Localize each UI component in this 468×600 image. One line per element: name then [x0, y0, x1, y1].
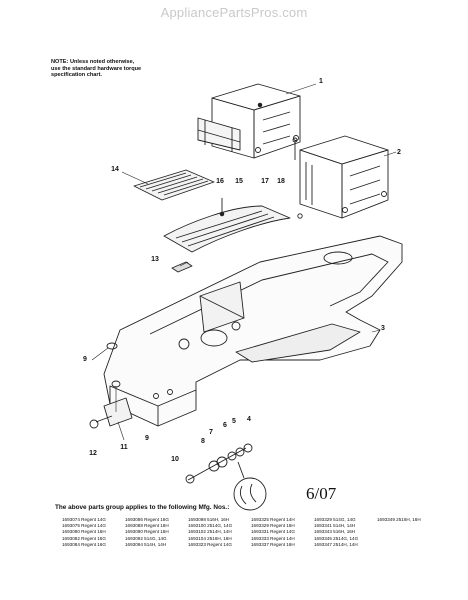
callout-17: 17	[261, 178, 269, 185]
callout-6: 6	[223, 422, 227, 429]
model-cell: 1693329 Regent 16H	[251, 523, 295, 529]
part-15-foot-rest	[163, 205, 291, 253]
model-cell: 1693074 Regent 14G	[62, 517, 106, 522]
model-cell: 1693331 Regent 14G	[251, 529, 295, 535]
model-cell: 1693333 Regent 14H	[251, 535, 295, 541]
model-cell: 1693098 516H, 16H	[188, 517, 230, 522]
model-cell: 1693347 2514H, 14H	[314, 541, 358, 547]
callout-7: 7	[209, 429, 213, 436]
model-cell: 1693323 Regent 14G	[188, 541, 232, 547]
note-line: use the standard hardware torque	[51, 65, 142, 72]
applies-to-heading: The above parts group applies to the fol…	[55, 504, 230, 511]
note-line: specification chart.	[51, 72, 102, 79]
callout-18: 18	[277, 178, 285, 185]
callout-9: 9	[145, 435, 149, 442]
callout-5: 5	[232, 418, 236, 425]
part-3-frame	[103, 235, 403, 427]
model-cell: 1693329 514G, 14G	[314, 517, 356, 522]
callout-12: 12	[89, 450, 97, 457]
model-cell: 1693337 Regent 16H	[251, 541, 295, 547]
date-code: 6/07	[306, 484, 337, 503]
callout-14: 14	[111, 166, 119, 173]
model-cell: 1693104 2516H, 16H	[188, 535, 232, 541]
model-number-table: 1693074 Regent 14G 1693086 Regent 16G 16…	[62, 517, 432, 548]
model-cell: 1693080 Regent 16H	[62, 529, 106, 535]
part-13-latch	[171, 261, 193, 273]
model-cell: 1693100 2514G, 14G	[188, 523, 233, 529]
callout-11: 11	[120, 444, 128, 451]
model-cell: 1693084 Regent 16G	[62, 541, 106, 547]
callout-4: 4	[247, 416, 251, 423]
torque-note: NOTE: Unless noted otherwise, use the st…	[51, 59, 141, 79]
model-cell: 1693092 514G, 14G	[125, 535, 167, 541]
model-cell: 1693343 516H, 16H	[314, 529, 356, 535]
callout-1: 1	[319, 78, 323, 85]
watermark: AppliancePartsPros.com	[160, 5, 308, 20]
model-cell: 1693075 Regent 14G	[62, 523, 106, 529]
part-1-seat-bracket	[197, 83, 301, 159]
model-cell: 1693094 514H, 14H	[125, 541, 167, 547]
model-cell	[377, 542, 432, 548]
model-cell: 1693086 Regent 16G	[125, 517, 169, 522]
part-9-11-12-hardware	[89, 342, 133, 429]
model-cell: 1693088 Regent 16H	[125, 523, 169, 529]
model-cell: 1693345 2514G, 14G	[314, 535, 359, 541]
callout-9: 9	[83, 356, 87, 363]
model-cell: 1693341 514H, 14H	[314, 523, 356, 529]
callout-8: 8	[201, 438, 205, 445]
part-16-17-fasteners	[219, 137, 298, 217]
callout-leaders	[91, 83, 397, 441]
model-cell: 1693349 2516H, 16H	[377, 517, 421, 522]
callout-2: 2	[397, 149, 401, 156]
callout-3: 3	[381, 325, 385, 332]
axle-hardware-group	[185, 443, 267, 511]
part-2-seat-bracket	[297, 135, 389, 219]
callout-10: 10	[171, 456, 179, 463]
note-line: NOTE: Unless noted otherwise,	[51, 59, 135, 65]
model-cell: 1693325 Regent 14H	[251, 517, 295, 522]
callout-13: 13	[151, 256, 159, 263]
model-cell: 1693082 Regent 16G	[62, 535, 106, 541]
part-14-floor-mat	[133, 169, 215, 201]
model-cell: 1693090 Regent 16H	[125, 529, 169, 535]
callout-16: 16	[216, 178, 224, 185]
callout-15: 15	[235, 178, 243, 185]
model-cell: 1693102 2514H, 14H	[188, 529, 232, 535]
